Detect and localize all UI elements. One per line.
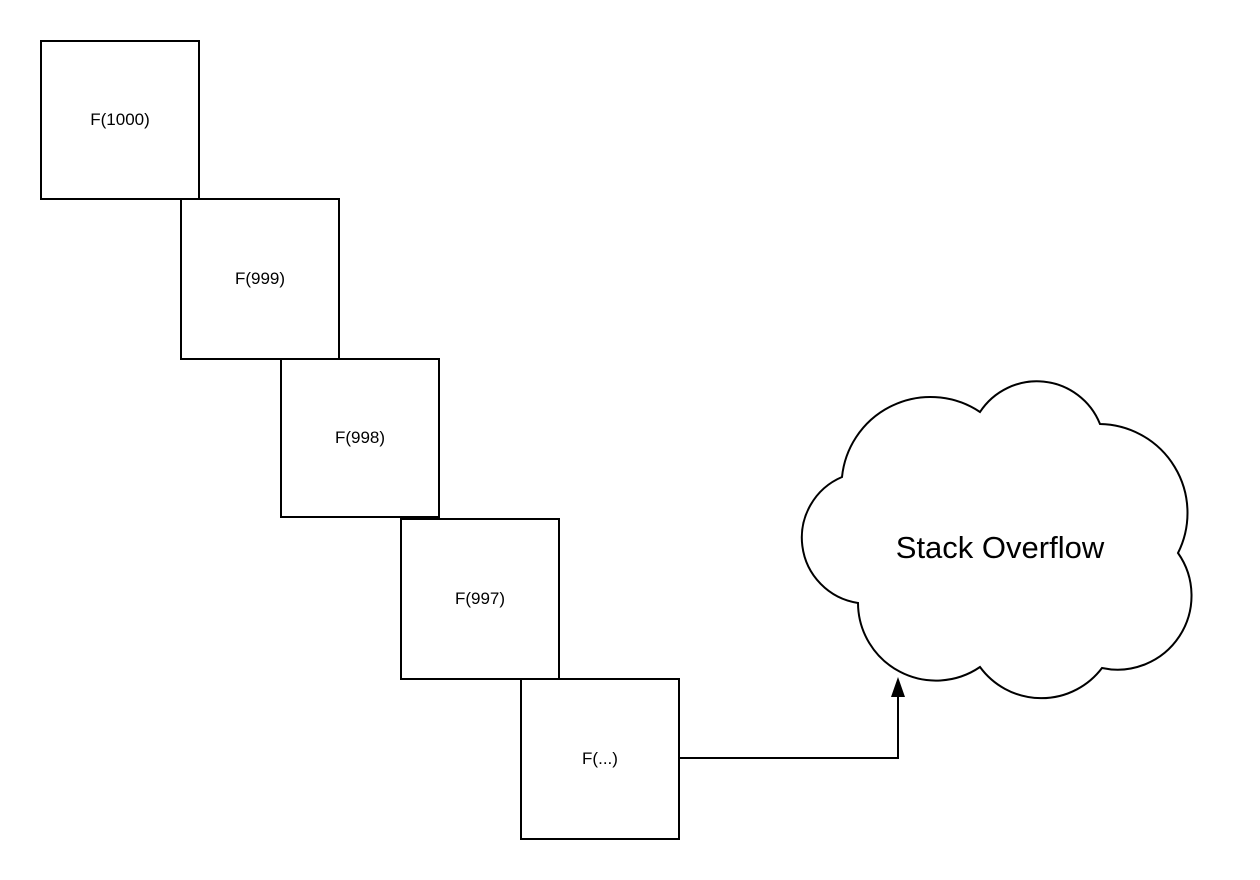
recursion-arrow-line	[680, 696, 899, 759]
stack-frame-label: F(...)	[582, 748, 618, 768]
stack-frame-label: F(997)	[454, 588, 506, 608]
stack-frame-f997: F(997)	[400, 518, 560, 680]
stack-frame-label: F(999)	[234, 268, 286, 288]
cloud-label: Stack Overflow	[895, 530, 1105, 566]
stack-frame-f999: F(999)	[180, 198, 340, 360]
stack-frame-label: F(998)	[334, 427, 386, 447]
recursion-arrow-head	[891, 677, 905, 697]
stack-frame-f998: F(998)	[280, 358, 440, 518]
stack-frame-f1000: F(1000)	[40, 40, 200, 200]
stack-overflow-cloud	[800, 380, 1193, 700]
stack-frame-ellipsis: F(...)	[520, 678, 680, 840]
stack-frame-label: F(1000)	[90, 109, 150, 129]
